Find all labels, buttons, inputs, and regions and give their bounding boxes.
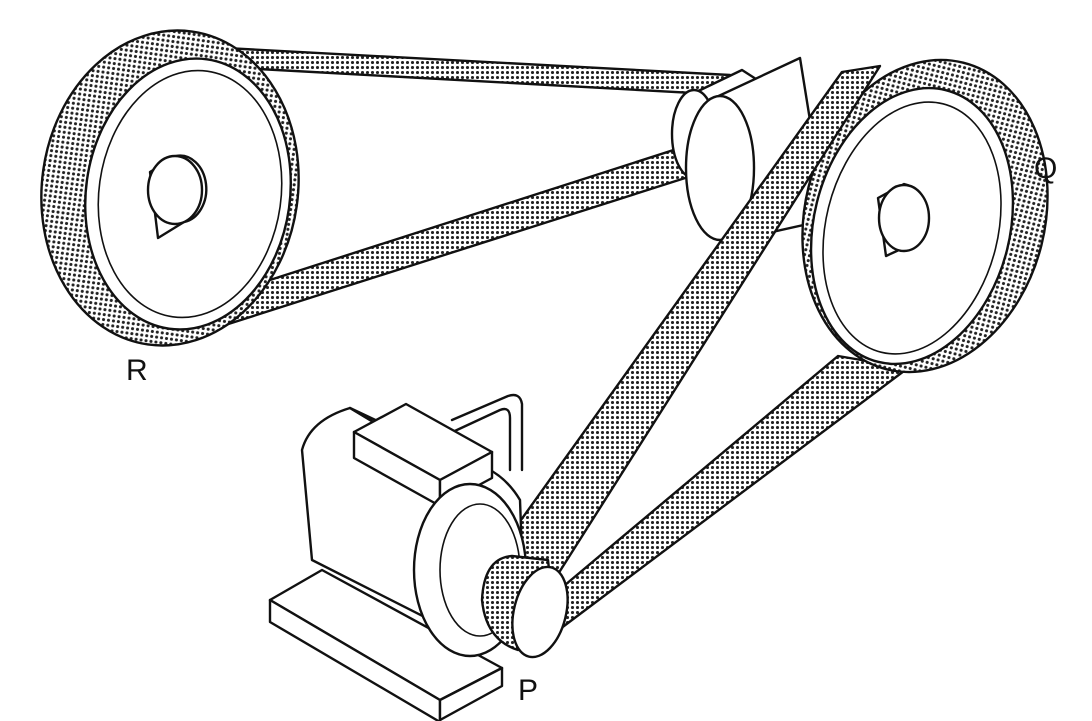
label-q: Q xyxy=(1034,152,1057,185)
pulley-p-face xyxy=(511,565,569,659)
label-p: P xyxy=(518,674,538,707)
label-r: R xyxy=(126,354,148,387)
pulley-q-face-groove xyxy=(822,101,1002,355)
pulley-r-face-groove xyxy=(97,69,283,319)
motor-handle xyxy=(450,393,524,472)
